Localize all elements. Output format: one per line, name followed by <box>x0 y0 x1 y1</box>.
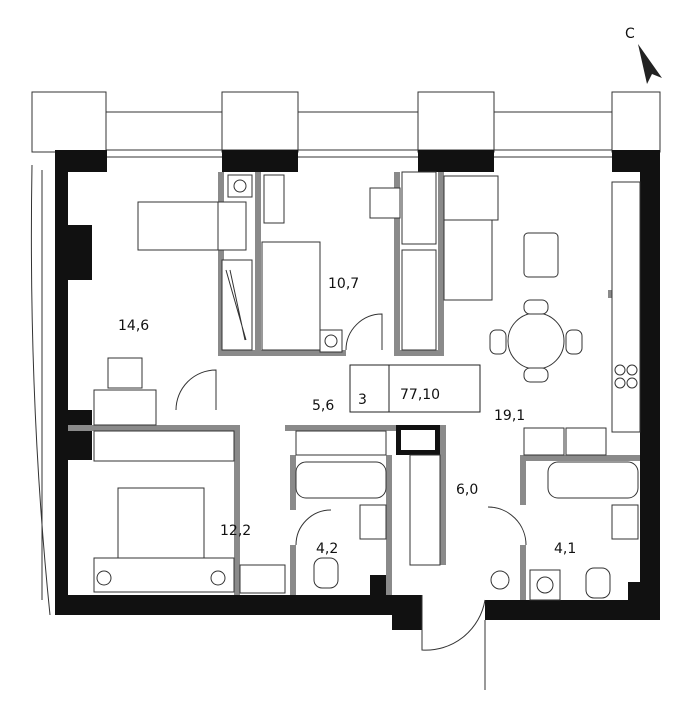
toilet-icon <box>585 567 611 599</box>
sink-icon <box>359 504 387 540</box>
outer-walls <box>55 150 660 630</box>
room-area-bath-left: 4,2 <box>316 541 338 557</box>
wardrobe-icon <box>409 454 441 566</box>
compass: С <box>625 26 662 84</box>
room-area-bedroom-left: 14,6 <box>118 318 149 334</box>
room-area-bedroom-bottom: 12,2 <box>220 523 251 539</box>
room-area-hall: 5,6 <box>312 398 334 414</box>
total-area: 77,10 <box>400 387 440 403</box>
bed-icon <box>117 487 205 559</box>
apartment-summary: 3 77,10 <box>349 364 481 413</box>
dining-table-icon <box>507 312 565 370</box>
toilet-icon <box>313 557 339 589</box>
room-area-bath-right: 4,1 <box>554 541 576 557</box>
compass-north-label: С <box>625 26 635 42</box>
washing-machine-icon <box>529 569 561 601</box>
bed-icon <box>261 241 321 351</box>
room-area-corridor: 6,0 <box>456 482 478 498</box>
furniture <box>93 171 641 601</box>
partitions <box>68 172 640 600</box>
desk-icon <box>93 389 157 426</box>
sofa-icon <box>443 175 499 301</box>
sink-icon <box>611 504 639 540</box>
north-arrow-icon <box>638 44 662 84</box>
bathtub-icon <box>295 461 387 499</box>
kitchen-counter <box>611 181 641 433</box>
doors <box>175 313 527 690</box>
bed-icon <box>137 201 219 251</box>
bathtub-icon <box>547 461 639 499</box>
room-area-bedroom-small: 10,7 <box>328 276 359 292</box>
room-count: 3 <box>358 392 367 408</box>
room-area-living-kitchen: 19,1 <box>494 408 525 424</box>
